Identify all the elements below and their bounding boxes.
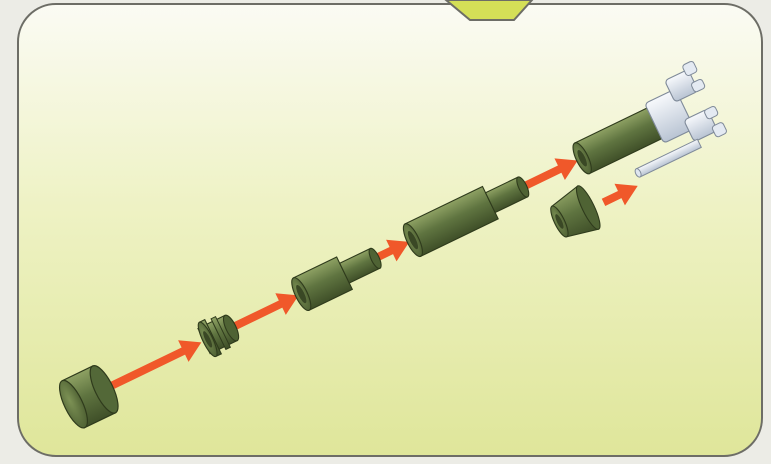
panel-background — [18, 4, 762, 456]
